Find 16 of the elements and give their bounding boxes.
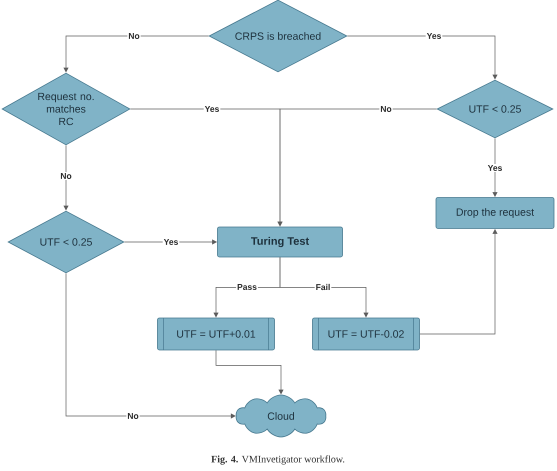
cloud: Cloud: [236, 394, 326, 438]
edge-label: No: [126, 412, 140, 420]
process-box: Drop the request: [436, 197, 554, 229]
caption: Fig. 4. VMInvetigator workflow.: [211, 455, 344, 465]
edge-label: Yes: [426, 32, 442, 40]
edge-label: No: [127, 32, 141, 40]
edge-label: Fail: [314, 282, 332, 292]
edge-label: No: [59, 172, 73, 180]
edge-label: Yes: [204, 105, 220, 113]
subprocess-box: UTF = UTF-0.02: [312, 318, 420, 350]
subprocess-box: UTF = UTF+0.01: [157, 318, 275, 350]
edge-label: No: [379, 105, 393, 113]
edge-label: Yes: [486, 164, 504, 172]
edge-label: Yes: [162, 238, 180, 246]
process-box: Turing Test: [217, 226, 343, 258]
edge-label: Pass: [236, 283, 258, 291]
